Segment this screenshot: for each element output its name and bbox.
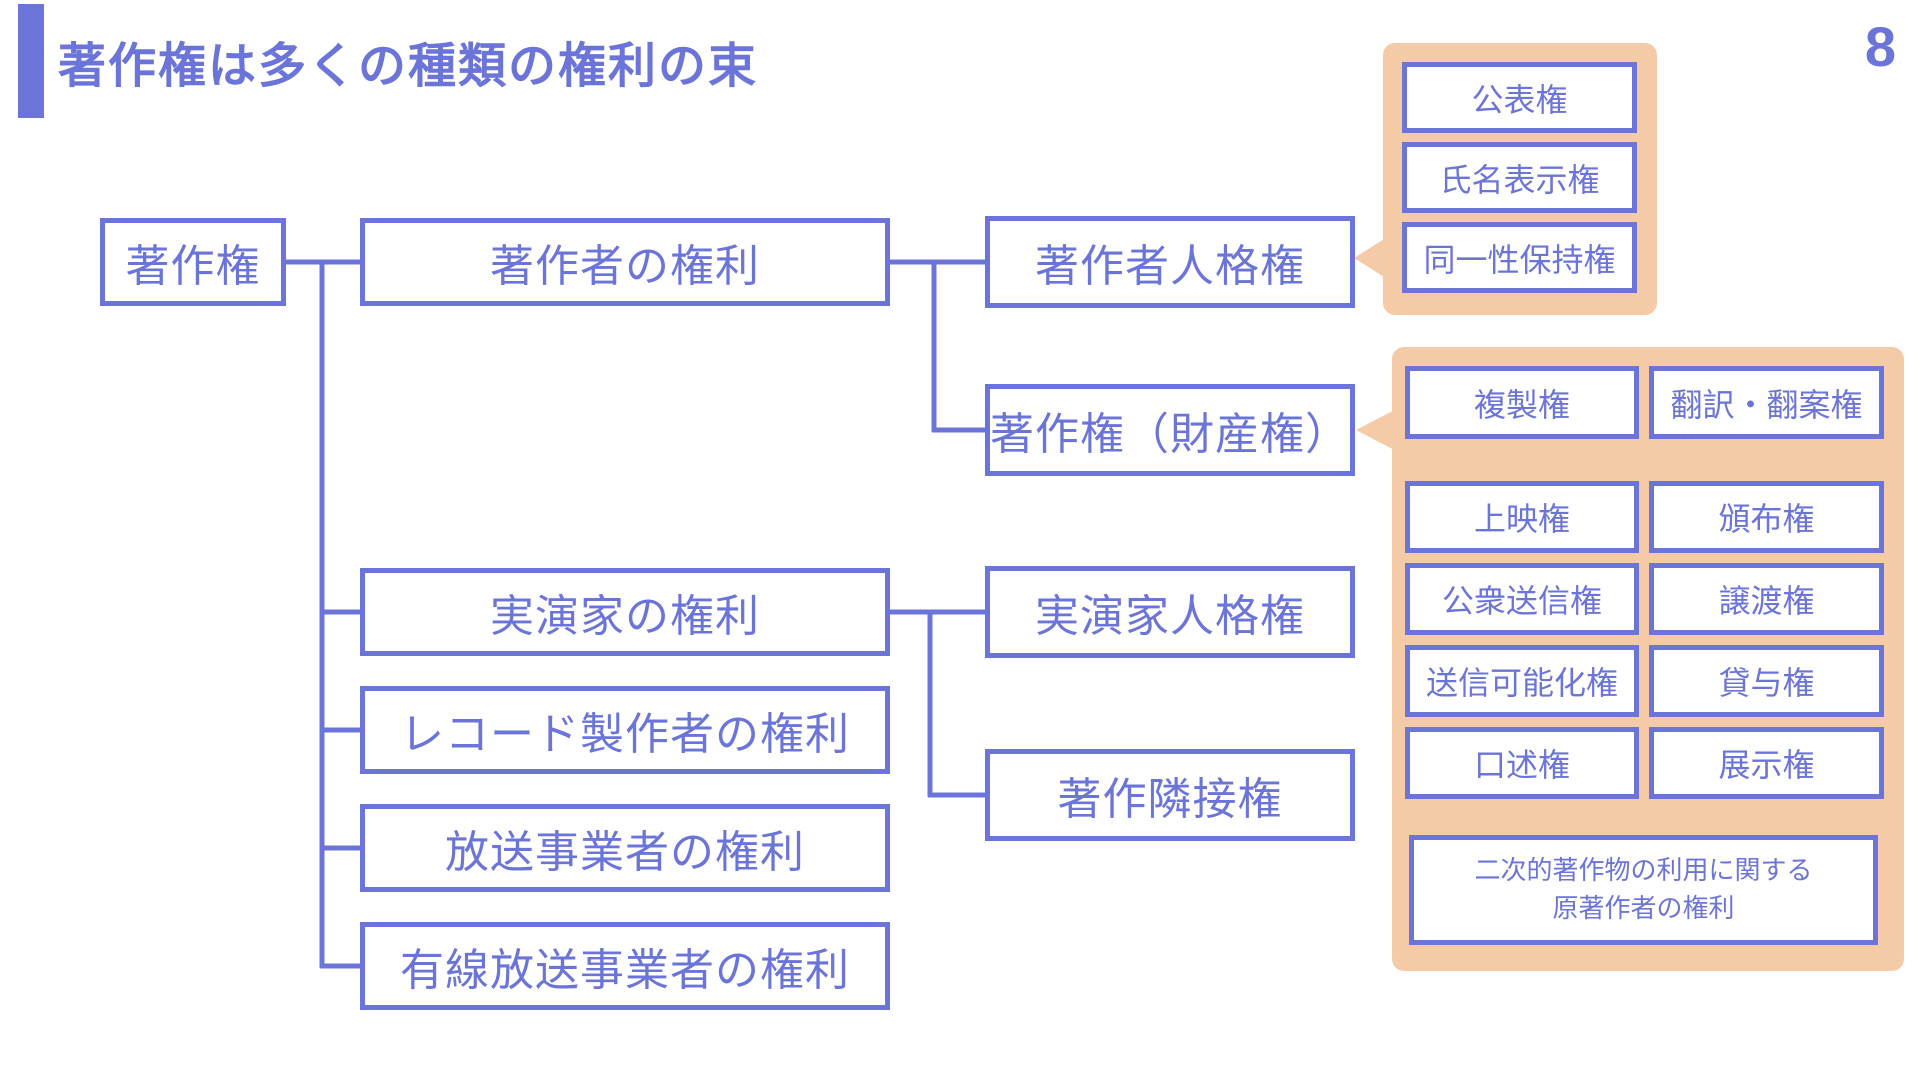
derivative-works-right-line1: 二次的著作物の利用に関する	[1474, 855, 1813, 886]
node-performer-moral-rights: 実演家人格権	[985, 566, 1355, 658]
property-rights-callout-pointer	[1356, 406, 1402, 454]
property-rights-callout: 複製権 翻訳・翻案権 上映権 頒布権 公衆送信権 譲渡権 送信可能化権 貸与権 …	[1392, 347, 1904, 971]
callout-item-transfer-right: 譲渡権	[1649, 563, 1884, 635]
node-neighboring-rights: 著作隣接権	[985, 749, 1355, 841]
title-accent-bar	[18, 4, 44, 118]
callout-item-translation-adaptation-right: 翻訳・翻案権	[1649, 366, 1884, 439]
node-performer-rights: 実演家の権利	[360, 568, 890, 656]
moral-rights-callout: 公表権 氏名表示権 同一性保持権	[1383, 43, 1657, 315]
callout-item-publication-right: 公表権	[1402, 62, 1637, 133]
callout-item-recitation-right: 口述権	[1405, 727, 1639, 799]
node-property-rights: 著作権（財産権）	[985, 384, 1355, 476]
callout-item-integrity-right: 同一性保持権	[1402, 222, 1637, 293]
derivative-works-right-line2: 原著作者の権利	[1552, 893, 1735, 923]
page-number: 8	[1864, 15, 1896, 78]
callout-item-reproduction-right: 複製権	[1405, 366, 1639, 439]
callout-item-attribution-right: 氏名表示権	[1402, 142, 1637, 213]
moral-rights-callout-pointer	[1354, 234, 1392, 282]
node-author-moral-rights: 著作者人格権	[985, 216, 1355, 308]
node-copyright: 著作権	[100, 218, 286, 306]
page-title: 著作権は多くの種類の権利の束	[58, 40, 759, 93]
node-broadcaster-rights: 放送事業者の権利	[360, 804, 890, 892]
callout-item-exhibition-right: 展示権	[1649, 727, 1884, 799]
node-author-rights: 著作者の権利	[360, 218, 890, 306]
callout-item-screening-right: 上映権	[1405, 481, 1639, 553]
callout-item-distribution-right: 頒布権	[1649, 481, 1884, 553]
callout-item-lending-right: 貸与権	[1649, 645, 1884, 717]
callout-item-make-transmittable-right: 送信可能化権	[1405, 645, 1639, 717]
callout-item-derivative-works-right: 二次的著作物の利用に関する 原著作者の権利	[1409, 835, 1878, 945]
node-record-producer-rights: レコード製作者の権利	[360, 686, 890, 774]
callout-item-public-transmission-right: 公衆送信権	[1405, 563, 1639, 635]
node-cable-broadcaster-rights: 有線放送事業者の権利	[360, 922, 890, 1010]
